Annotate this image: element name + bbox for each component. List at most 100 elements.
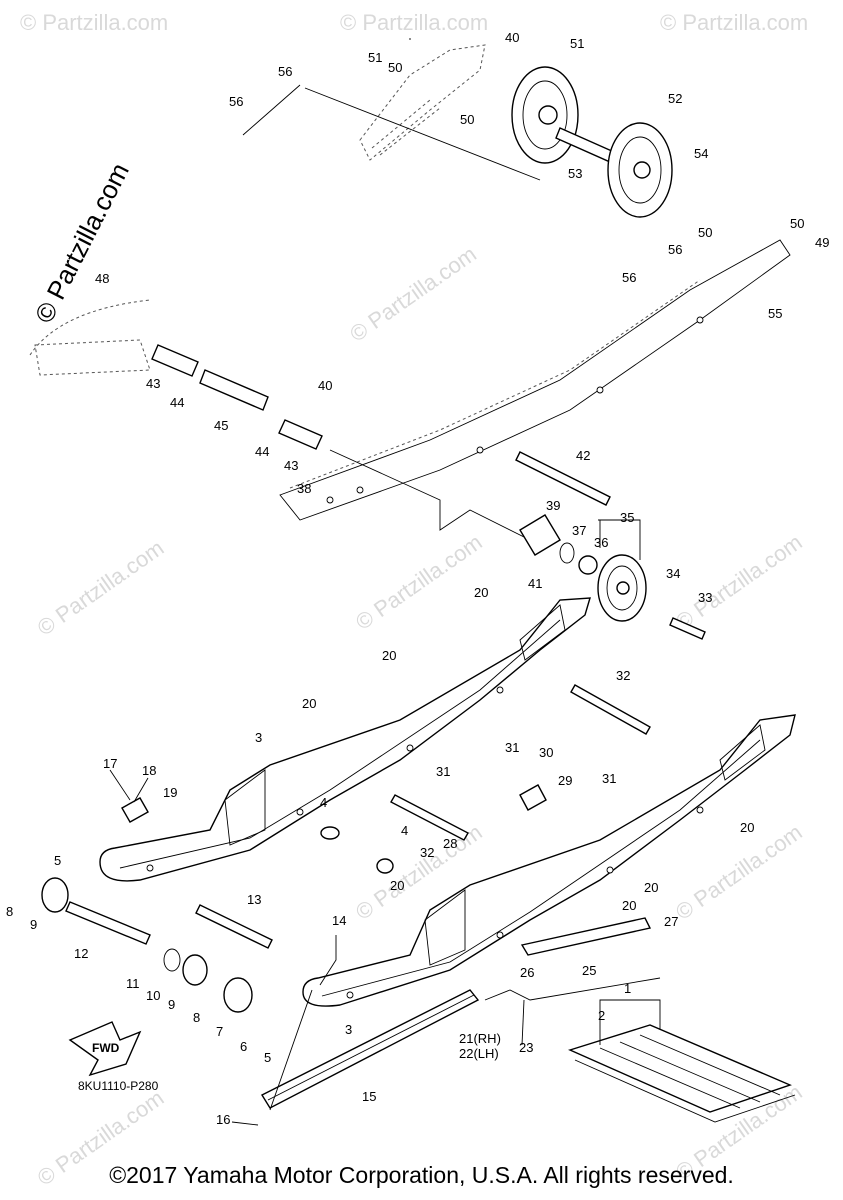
callout: 33 [698, 590, 712, 605]
stopper-29 [519, 784, 547, 811]
watermark-text: © Partzilla.com [671, 529, 807, 635]
slide-rail-right [302, 714, 796, 1007]
slider-15 [261, 989, 480, 1109]
callout: 7 [216, 1024, 223, 1039]
callout: 35 [620, 510, 634, 525]
watermark-text: © Partzilla.com [20, 10, 168, 35]
callout: 19 [163, 785, 177, 800]
idler-wheel-51-b [607, 122, 673, 218]
callout: 9 [168, 997, 175, 1012]
callout: 9 [30, 917, 37, 932]
callout: 31 [436, 764, 450, 779]
callout: 2 [598, 1008, 605, 1023]
wheel-35 [597, 554, 647, 622]
callout: 51 [570, 36, 584, 51]
callout: 56 [668, 242, 682, 257]
callout: 20 [382, 648, 396, 663]
callout: 22(LH) [459, 1046, 499, 1061]
callout: 27 [664, 914, 678, 929]
callout: 30 [539, 745, 553, 760]
callout: 56 [622, 270, 636, 285]
fwd-arrow-icon: FWD [68, 1021, 142, 1077]
callout: 49 [815, 235, 829, 250]
shaft-32-b [390, 794, 469, 841]
bearing-10 [163, 948, 181, 972]
stopper-18 [121, 797, 149, 823]
callout: 45 [214, 418, 228, 433]
callout: 31 [602, 771, 616, 786]
callout: 12 [74, 946, 88, 961]
upper-rail-top [359, 44, 486, 161]
copyright-notice: ©2017 Yamaha Motor Corporation, U.S.A. A… [109, 1162, 734, 1188]
callout: 50 [698, 225, 712, 240]
callout: 39 [546, 498, 560, 513]
fwd-label: FWD [92, 1041, 120, 1055]
callout: 34 [666, 566, 680, 581]
callout: 20 [622, 898, 636, 913]
bolt-33 [669, 617, 706, 640]
watermark-text: © Partzilla.com [351, 529, 487, 635]
callout: 44 [255, 444, 269, 459]
callout: 52 [668, 91, 682, 106]
shaft-32-a [570, 684, 651, 735]
callout: 3 [345, 1022, 352, 1037]
callout: 37 [572, 523, 586, 538]
callout: 14 [332, 913, 346, 928]
callout: 42 [576, 448, 590, 463]
wheel-9-b [182, 954, 208, 986]
callout: 21(RH) [459, 1031, 501, 1046]
callout: 43 [284, 458, 298, 473]
callout: 26 [520, 965, 534, 980]
wheel-7 [223, 977, 253, 1013]
callout: 36 [594, 535, 608, 550]
callout: 41 [528, 576, 542, 591]
watermark-text: © Partzilla.com [340, 10, 488, 35]
spring-21 [484, 977, 661, 1001]
callout: 20 [474, 585, 488, 600]
shaft-line [329, 449, 531, 541]
callout: 1 [624, 981, 631, 996]
callout: 8 [6, 904, 13, 919]
callout: 48 [95, 271, 109, 286]
callout: 51 [368, 50, 382, 65]
callout: 4 [320, 795, 327, 810]
wheel-9-a [41, 877, 69, 913]
shaft-13 [195, 904, 273, 949]
watermark-text: © Partzilla.com [671, 819, 807, 925]
spacer-43-a [151, 344, 199, 377]
callout: 20 [740, 820, 754, 835]
track-section-1 [568, 1024, 796, 1123]
watermark-layer: © Partzilla.com © Partzilla.com © Partzi… [20, 10, 808, 1191]
upper-rail-assembly [29, 239, 791, 521]
bracket-39 [519, 514, 561, 556]
spacer-43-b [278, 419, 323, 450]
bearing-36 [578, 555, 598, 575]
callout: 10 [146, 988, 160, 1003]
washer-4-a [320, 826, 340, 840]
callout: 20 [644, 880, 658, 895]
callout: 40 [505, 30, 519, 45]
callout: 50 [790, 216, 804, 231]
callout: 56 [229, 94, 243, 109]
callout: 50 [388, 60, 402, 75]
callout: 23 [519, 1040, 533, 1055]
callout: 13 [247, 892, 261, 907]
callout: 3 [255, 730, 262, 745]
side-watermark: © Partzilla.com [29, 158, 135, 328]
slide-rail-left [99, 597, 591, 882]
washer-4-b [376, 858, 394, 874]
callout: 15 [362, 1089, 376, 1104]
callout: 6 [240, 1039, 247, 1054]
shaft-12 [65, 901, 151, 945]
callout: 4 [401, 823, 408, 838]
diagram-code: 8KU1110-P280 [78, 1079, 159, 1093]
callout: 54 [694, 146, 708, 161]
callout: 18 [142, 763, 156, 778]
callout: 50 [460, 112, 474, 127]
callout: 55 [768, 306, 782, 321]
callout: 56 [278, 64, 292, 79]
callout: 28 [443, 836, 457, 851]
watermark-text: © Partzilla.com [33, 535, 169, 641]
leader-lines [109, 38, 661, 1126]
